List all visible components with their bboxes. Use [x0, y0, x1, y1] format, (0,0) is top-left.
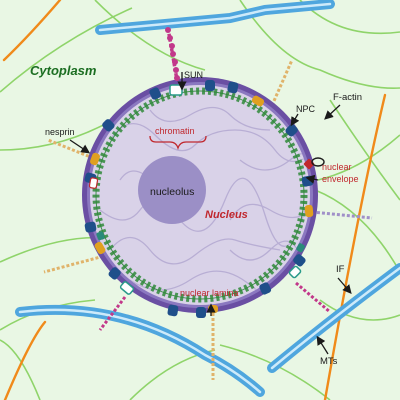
- bead: [169, 43, 175, 49]
- nesprin-chain-icon: [295, 281, 331, 314]
- nucleolus-label: nucleolus: [150, 186, 194, 198]
- sun-protein-icon: [304, 204, 314, 218]
- f-actin-filament: [319, 299, 400, 321]
- arrow-icon: [305, 174, 319, 184]
- npc-icon: [293, 254, 306, 267]
- nuclear-pore-complexes: [84, 80, 314, 318]
- sun-protein-icon: [251, 95, 265, 107]
- sun-protein-icon: [94, 241, 106, 255]
- annotation-arrows: [69, 72, 352, 355]
- npc-icon: [167, 304, 179, 317]
- sun-protein-icon: [96, 231, 105, 241]
- sun-protein-icon: [90, 152, 100, 166]
- npc-icon: [259, 282, 272, 295]
- nucleus-label: Nucleus: [205, 209, 248, 221]
- envelope-marker-icon: [311, 157, 325, 167]
- intermediate-filament: [3, 320, 47, 400]
- f-actin-label: F-actin: [333, 92, 362, 103]
- nesprin-chain-icon: [268, 59, 294, 111]
- chromatin-fiber: [109, 236, 281, 265]
- nuclear-envelope-label-line1: nuclear: [322, 162, 352, 172]
- microtubules: [15, 0, 400, 397]
- arrow-icon: [324, 104, 341, 120]
- microtubule-core: [98, 2, 332, 32]
- f-actin-filament: [317, 134, 400, 181]
- nesprin-chain-icon: [311, 210, 373, 220]
- sun-label: SUN: [184, 70, 203, 80]
- npc-icon: [196, 307, 206, 318]
- npc-icon: [285, 124, 298, 137]
- microtubule-core: [18, 308, 262, 394]
- bead: [165, 27, 171, 33]
- bead: [170, 51, 176, 57]
- nucleolus: [138, 156, 206, 224]
- bead: [172, 59, 178, 65]
- bead: [167, 35, 173, 41]
- mts-label: MTs: [320, 356, 338, 367]
- arrow-icon: [69, 139, 91, 154]
- nesprin-label: nesprin: [45, 127, 75, 137]
- chromatin-fiber: [239, 152, 310, 181]
- intermediate-filament: [2, 0, 62, 62]
- sun-protein-icon: [296, 243, 305, 253]
- cytoplasm-label: Cytoplasm: [30, 63, 97, 78]
- npc-icon: [108, 267, 121, 280]
- f-actin-filament: [0, 339, 41, 400]
- nesprin-chain-icon: [47, 138, 99, 162]
- bead: [174, 75, 180, 81]
- nesprin-giant-beads: [165, 27, 180, 81]
- bead: [173, 67, 179, 73]
- intermediate-filament: [323, 93, 387, 400]
- chromatin-fiber: [109, 123, 310, 162]
- chromatin-fiber: [149, 106, 271, 131]
- sun-protein-icon: [208, 305, 218, 313]
- intermediate-filaments: [2, 0, 387, 400]
- microtubule-core: [270, 266, 400, 370]
- sun-protein-icon: [169, 84, 183, 96]
- arrow-icon: [316, 335, 329, 355]
- nuclear-lamina-line: [95, 90, 305, 300]
- npc-icon: [205, 80, 215, 91]
- bracket-icon: [149, 135, 207, 151]
- f-actin-filament: [329, 99, 400, 201]
- npc-icon: [102, 119, 115, 132]
- nesprin-chain-icon: [43, 253, 109, 274]
- nesprin-chains: [43, 27, 373, 380]
- f-actin-filament: [314, 189, 400, 273]
- nesprin-chain-icon: [98, 296, 127, 331]
- nuclear-lamina-label: nuclear lamina: [180, 288, 239, 298]
- if-label: IF: [336, 264, 345, 275]
- sun-protein-icon: [119, 281, 135, 295]
- f-actin-filament: [94, 0, 206, 71]
- npc-icon: [84, 221, 97, 233]
- arrow-icon: [290, 113, 300, 127]
- npc-icon: [149, 87, 162, 100]
- chromatin-label: chromatin: [155, 126, 195, 136]
- f-actin-filament: [0, 7, 133, 93]
- chromatin-fiber: [229, 203, 310, 221]
- npc-label: NPC: [296, 104, 316, 114]
- nuclear-envelope-label-line2: envelope: [322, 174, 359, 184]
- f-actin-filament: [239, 0, 400, 89]
- npc-icon: [227, 81, 239, 94]
- chromatin-fiber: [99, 177, 306, 247]
- arrow-icon: [337, 277, 352, 294]
- sun-protein-icon: [88, 177, 99, 189]
- sun-protein-icon: [288, 265, 302, 279]
